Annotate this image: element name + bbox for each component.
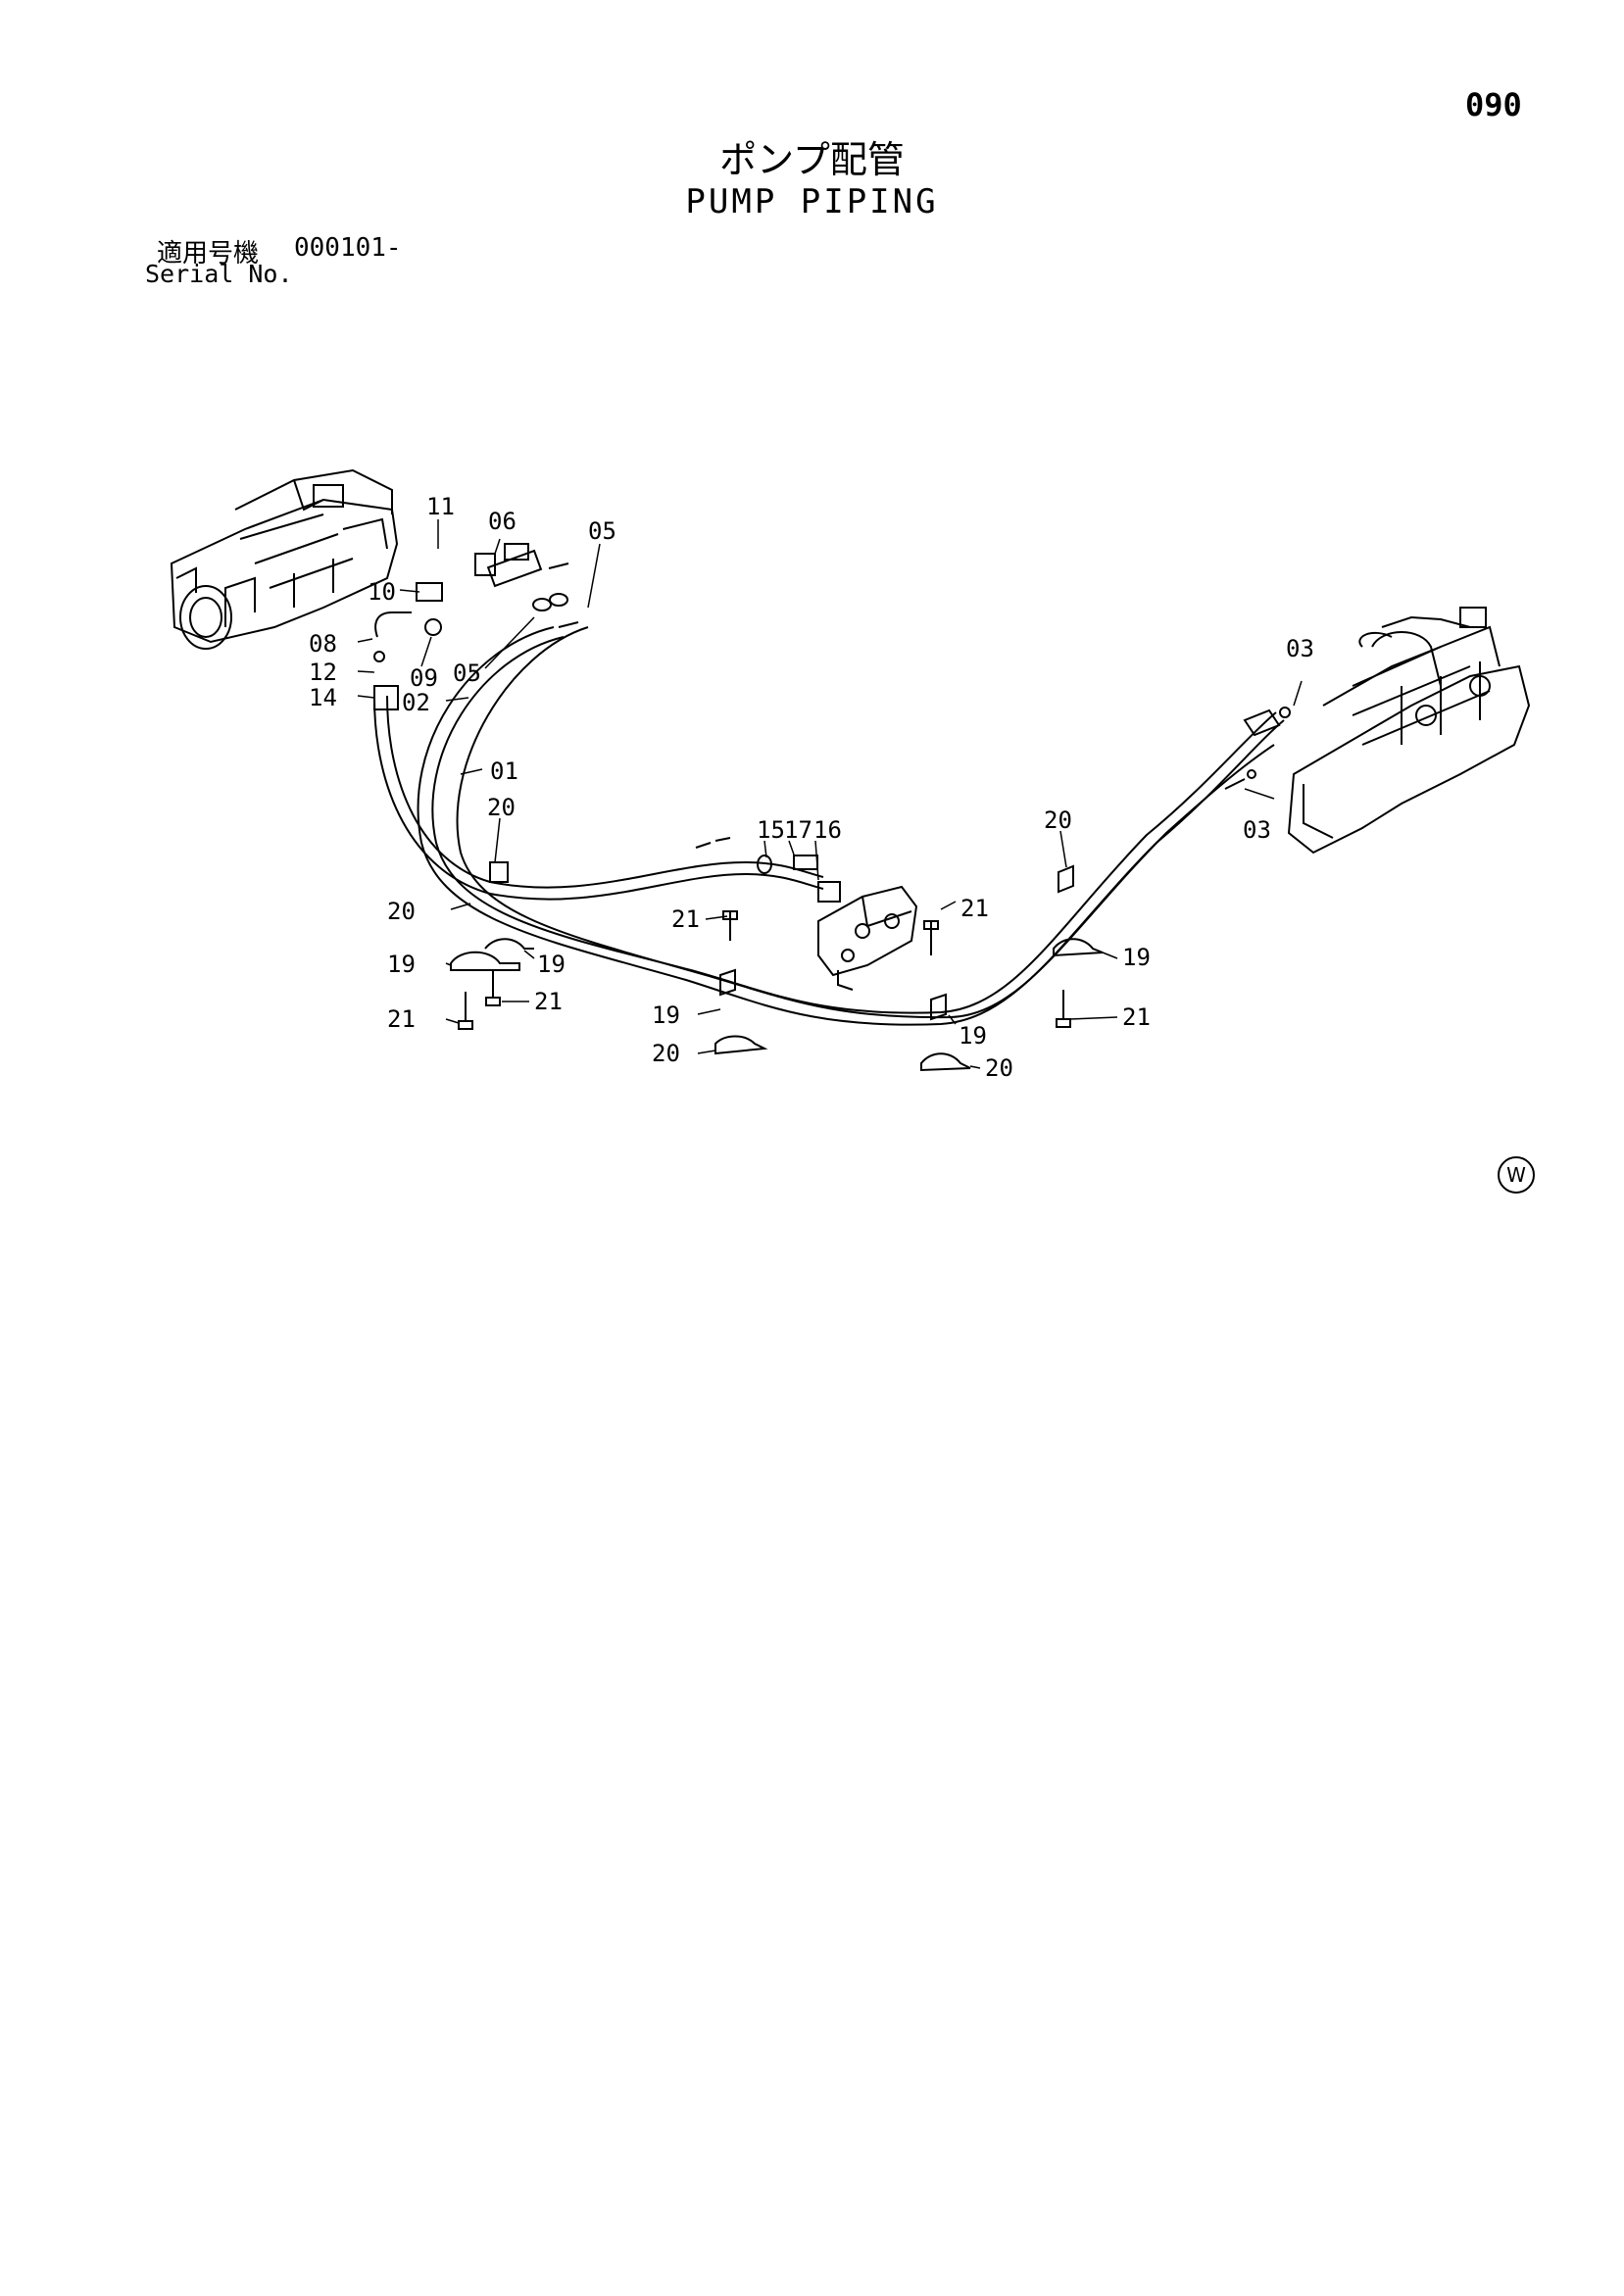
callout-label: 06: [488, 508, 517, 535]
callout-label: 14: [309, 684, 337, 711]
pilot-valve-illustration: [817, 885, 918, 991]
page-number: 090: [1465, 86, 1522, 123]
callout-label: 19: [652, 1001, 680, 1029]
callout-label: 05: [453, 659, 481, 687]
callout-label: 20: [985, 1054, 1013, 1082]
callout-label: 01: [490, 757, 518, 785]
hose-02: [456, 626, 1275, 1019]
callout-label: 03: [1286, 635, 1314, 662]
callout-label: 20: [1044, 806, 1072, 834]
callout-label: 20: [387, 898, 416, 925]
callout-label: 17: [784, 816, 812, 844]
callout-label: 09: [410, 664, 438, 692]
page-title-english: PUMP PIPING: [685, 182, 939, 221]
callout-label: 03: [1243, 816, 1271, 844]
bolts: [458, 910, 1071, 1030]
callout-label: 20: [652, 1040, 680, 1067]
callout-label: 20: [487, 794, 516, 821]
callout-label: 21: [387, 1005, 416, 1033]
callout-label: 19: [1122, 944, 1151, 971]
clamps: [450, 861, 1104, 1072]
callout-label: 19: [387, 951, 416, 978]
serial-number-value: 000101-: [294, 233, 402, 263]
callout-label: 16: [813, 816, 842, 844]
callout-label: 21: [960, 895, 989, 922]
callout-label: 19: [537, 951, 566, 978]
hose-14-outline: [373, 697, 824, 901]
main-pump-illustration: [170, 468, 399, 650]
page-title-japanese: ポンプ配管: [719, 138, 905, 181]
callout-labels: 11 06 05 10 08 09 05 12 14 02 01 20 20 1…: [309, 493, 1314, 1082]
callout-label: 21: [671, 905, 700, 933]
callout-label: 15: [757, 816, 785, 844]
callout-label: 21: [534, 988, 563, 1015]
callout-label: 05: [588, 517, 616, 545]
callout-label: 12: [309, 659, 337, 686]
callout-label: 19: [959, 1022, 987, 1050]
hose-14: [386, 695, 824, 889]
circled-w-mark: W: [1498, 1156, 1535, 1194]
control-valve-illustration: [1287, 607, 1531, 855]
callout-label: 10: [368, 578, 396, 606]
serial-label-japanese: 適用号機: [157, 239, 260, 269]
callout-label: 11: [426, 493, 455, 520]
serial-label-english: Serial No.: [145, 260, 293, 288]
callout-label: 21: [1122, 1003, 1151, 1031]
leader-lines: [357, 519, 1303, 1069]
callout-label: 02: [402, 689, 430, 716]
callout-label: 08: [309, 630, 337, 658]
